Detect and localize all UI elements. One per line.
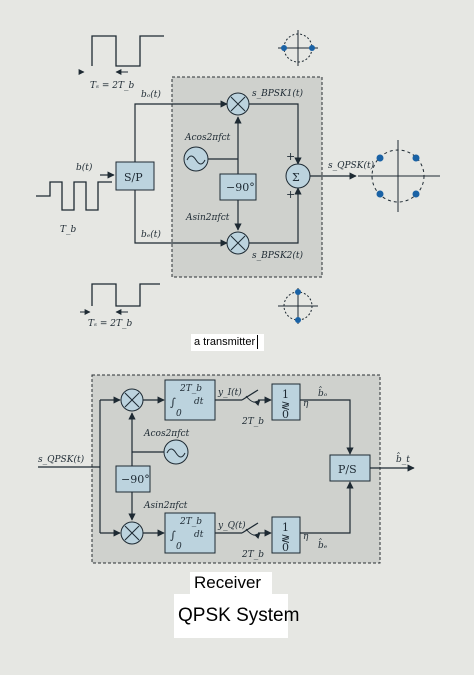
symbol-period-bottom-label: Tₛ = 2T_b bbox=[88, 319, 133, 329]
rx-phase-shift-label: −90° bbox=[121, 473, 150, 486]
rx-multiplier-bottom bbox=[120, 521, 144, 545]
system-caption: QPSK System bbox=[174, 594, 299, 638]
system-caption-text: QPSK System bbox=[178, 605, 300, 626]
bpsk1-label: s_BPSK1(t) bbox=[252, 88, 304, 99]
bpsk1-line bbox=[249, 103, 302, 165]
parallel-to-serial-block bbox=[329, 454, 371, 482]
bit-period-label: T_b bbox=[60, 225, 77, 235]
integrator-bottom bbox=[164, 512, 216, 554]
summer-plus-top: + bbox=[286, 150, 295, 163]
odd-branch-line bbox=[134, 100, 228, 162]
integral-sign-top: ∫ bbox=[170, 396, 176, 409]
transmitter-caption-text: a transmitter bbox=[194, 336, 256, 348]
odd-est-line bbox=[300, 399, 354, 455]
odd-branch-waveform bbox=[91, 35, 164, 67]
oscillator bbox=[183, 146, 209, 172]
bpsk2-label: s_BPSK2(t) bbox=[252, 250, 304, 261]
receiver-caption-text: Receiver bbox=[194, 573, 262, 592]
parallel-to-serial-label: P/S bbox=[338, 463, 357, 476]
qpsk-constellation bbox=[358, 140, 440, 212]
even-branch-line bbox=[134, 190, 228, 247]
rx-carrier-sin-label: Asin2πfᴄt bbox=[143, 501, 188, 511]
odd-branch-label: bₒ(t) bbox=[141, 89, 161, 100]
threshold-eta-top: η bbox=[303, 399, 309, 409]
sampler-curve-top bbox=[245, 395, 261, 406]
even-est-label: b̂ₑ bbox=[318, 538, 328, 551]
integral-sign-bottom: ∫ bbox=[170, 529, 176, 542]
summer-plus-bottom: + bbox=[286, 188, 295, 201]
integral-lower-bottom: 0 bbox=[176, 542, 182, 552]
tx-carrier-cos-label: Acos2πfᴄt bbox=[184, 133, 231, 143]
even-est-line bbox=[300, 481, 354, 534]
rx-multiplier-top bbox=[120, 388, 144, 412]
multiplier-top bbox=[226, 92, 250, 116]
sample-time-top: 2T_b bbox=[241, 417, 264, 427]
integrator-top bbox=[164, 379, 216, 421]
threshold-top bbox=[271, 383, 301, 421]
summer-symbol: Σ bbox=[292, 171, 300, 184]
input-signal-label: b(t) bbox=[76, 162, 93, 173]
sampler-switch-bottom bbox=[241, 522, 259, 534]
rx-oscillator bbox=[163, 439, 189, 465]
tx-phase-shift-label: −90° bbox=[226, 181, 255, 194]
threshold-bottom-one: 1 bbox=[282, 521, 289, 534]
integral-dt-bottom: dt bbox=[194, 530, 204, 540]
threshold-top-zero: 0 bbox=[282, 408, 289, 421]
transmitter-caption: a transmitter bbox=[191, 334, 264, 351]
integral-lower-top: 0 bbox=[176, 409, 182, 419]
even-branch-waveform bbox=[91, 283, 160, 307]
receiver: s_QPSK(t) Acos2πfᴄt −90° Asin2πfᴄt ∫ bbox=[38, 374, 415, 564]
sampler-curve-bottom bbox=[245, 528, 261, 539]
bpsk2-constellation bbox=[278, 288, 318, 324]
receiver-caption: Receiver bbox=[190, 572, 272, 594]
bpsk2-line bbox=[249, 187, 302, 244]
tx-phase-shift-block bbox=[219, 173, 257, 201]
input-bit-waveform bbox=[36, 181, 112, 211]
rx-input-label: s_QPSK(t) bbox=[38, 454, 85, 465]
threshold-bottom bbox=[271, 516, 301, 554]
serial-to-parallel-label: S/P bbox=[124, 171, 143, 184]
yq-label: y_Q(t) bbox=[217, 520, 246, 531]
threshold-top-gtlt: ≷ bbox=[281, 399, 290, 412]
rx-phase-shift-block bbox=[115, 465, 151, 493]
multiplier-bottom bbox=[226, 231, 250, 255]
tx-carrier-sin-label: Asin2πfᴄt bbox=[185, 213, 230, 223]
transmitter: Tₛ = 2T_b T_b b(t) S/P bₒ(t) bₑ(t) Acos2… bbox=[36, 30, 440, 329]
tx-output-label: s_QPSK(t) bbox=[328, 160, 375, 171]
integral-upper-top: 2T_b bbox=[179, 384, 202, 394]
threshold-eta-bottom: η bbox=[303, 532, 309, 542]
sample-time-bottom: 2T_b bbox=[241, 550, 264, 560]
integral-upper-bottom: 2T_b bbox=[179, 517, 202, 527]
threshold-bottom-gtlt: ≷ bbox=[281, 532, 290, 545]
symbol-period-top-label: Tₛ = 2T_b bbox=[90, 81, 135, 91]
text-cursor bbox=[257, 335, 259, 350]
threshold-top-one: 1 bbox=[282, 388, 289, 401]
odd-est-label: b̂ₒ bbox=[318, 386, 328, 399]
bpsk1-constellation bbox=[278, 30, 318, 66]
rx-output-label: b̂_t bbox=[396, 452, 410, 465]
integral-dt-top: dt bbox=[194, 397, 204, 407]
summer: Σ bbox=[285, 163, 311, 189]
even-branch-label: bₑ(t) bbox=[141, 229, 161, 240]
rx-carrier-cos-label: Acos2πfᴄt bbox=[143, 429, 190, 439]
threshold-bottom-zero: 0 bbox=[282, 541, 289, 554]
yi-label: y_I(t) bbox=[217, 387, 242, 398]
sampler-switch-top bbox=[241, 389, 259, 401]
serial-to-parallel-block bbox=[115, 161, 155, 191]
